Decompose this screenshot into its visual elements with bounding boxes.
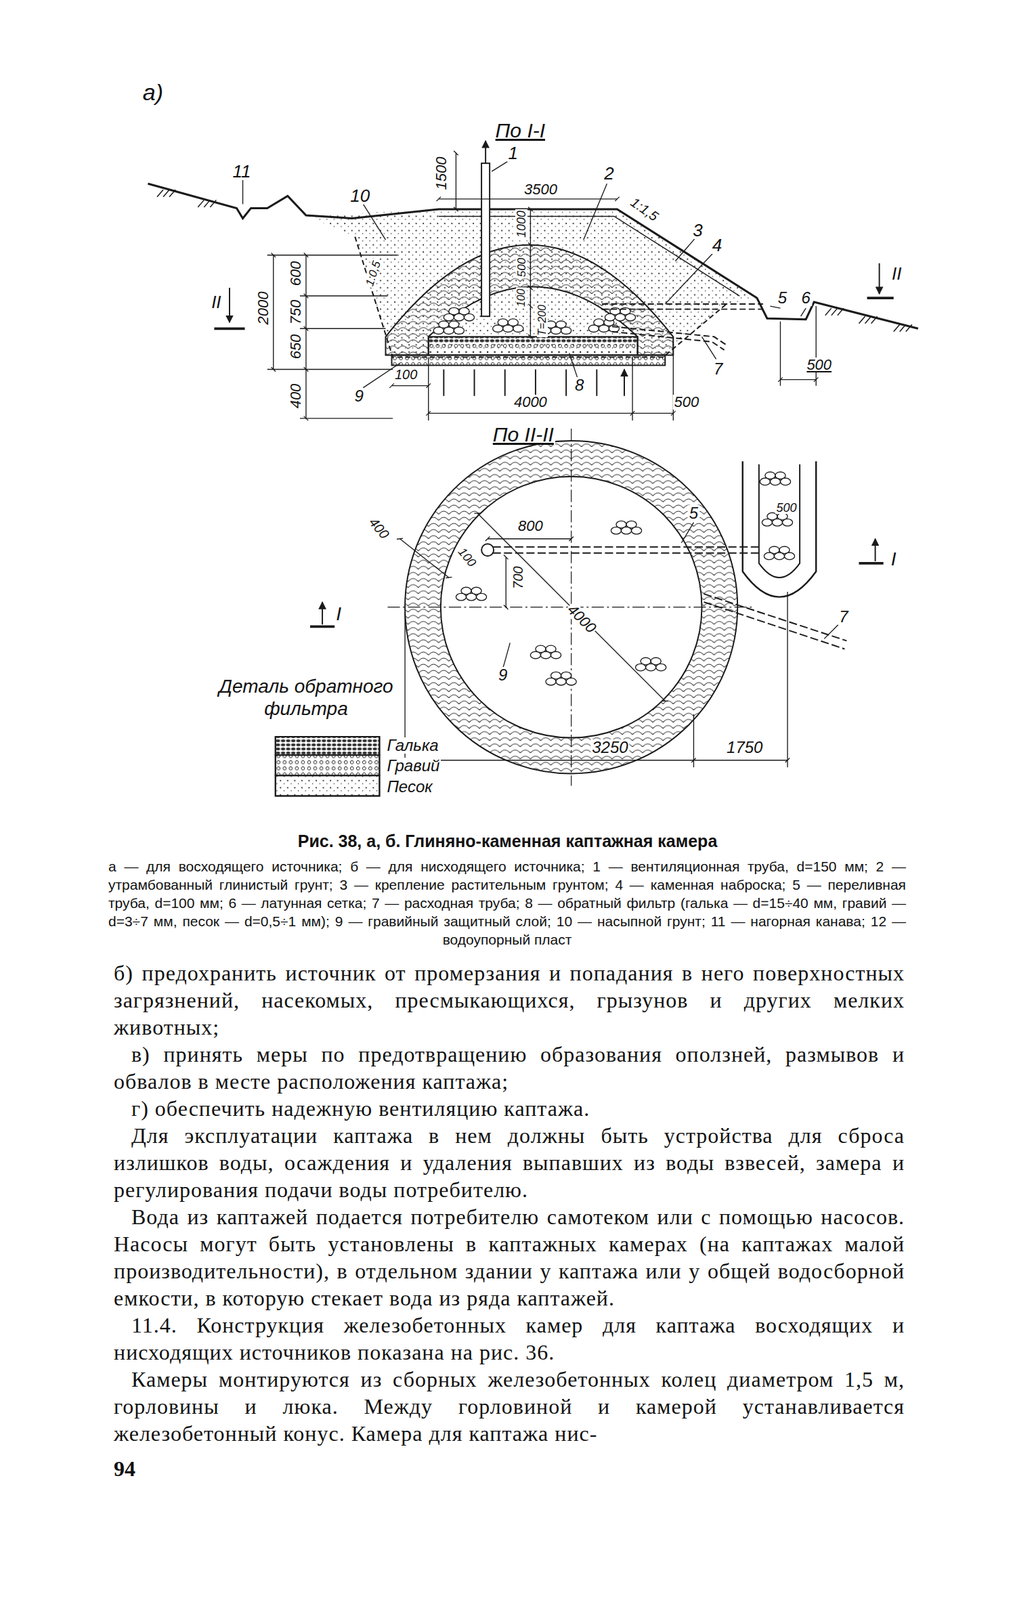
view-title: а) [141, 80, 165, 104]
paragraph: б) предохранить источник от промерзания … [113, 959, 905, 1041]
figure-caption: Рис. 38, а, б. Глиняно-каменная каптажна… [0, 831, 1015, 852]
callout-number: 11 [231, 162, 253, 181]
dimension-label: Т=200 [536, 303, 548, 338]
dimension-label: 1750 [725, 739, 764, 756]
dimension-label: 3500 [522, 182, 559, 198]
callout-number: 10 [348, 186, 372, 205]
dimension-label: 800 [516, 518, 545, 534]
dimension-label: 500 [775, 501, 799, 514]
paragraph: Вода из каптажей подается потребителю са… [113, 1203, 905, 1312]
callout-number: 3 [691, 221, 704, 240]
callout-number: 2 [602, 164, 615, 183]
paragraph: 11.4. Конструкция железобетонных камер д… [113, 1311, 905, 1366]
dimension-label: 500 [515, 256, 527, 279]
callout-number: 5 [776, 289, 789, 307]
legend-note: Песок [385, 778, 434, 795]
view-title: По I-I [494, 120, 547, 141]
page-number: 94 [113, 1456, 136, 1482]
dimension-label: 2000 [255, 289, 271, 326]
dimension-label: 500 [673, 394, 701, 410]
section-mark: II [209, 293, 223, 311]
dimension-label: 4000 [512, 394, 549, 410]
caption-legend: а — для восходящего источника; б — для н… [108, 857, 906, 949]
callout-number: 9 [497, 666, 509, 684]
dimension-label: 500 [805, 357, 833, 373]
dimension-label: 100 [515, 287, 527, 309]
legend-note: Деталь обратного фильтра [213, 675, 399, 720]
callout-number: 1 [507, 144, 520, 162]
callout-number: 6 [799, 289, 812, 307]
legend-note: Гравий [385, 757, 441, 774]
callout-number: 5 [687, 505, 700, 522]
callout-number: 7 [712, 360, 724, 378]
section-mark: I [889, 549, 898, 569]
paragraph: Камеры монтируются из сборных железобето… [113, 1365, 905, 1448]
dimension-label: 100 [455, 544, 480, 571]
view-title: По II-II [491, 424, 556, 445]
section-mark: I [334, 604, 343, 624]
dimension-label: 1500 [434, 155, 449, 192]
callout-number: 9 [353, 387, 365, 405]
paragraph: г) обеспечить надежную вентиляцию каптаж… [113, 1094, 905, 1122]
legend-note: Галька [385, 737, 440, 754]
dimension-label: 100 [393, 367, 419, 382]
callout-number: 8 [573, 377, 586, 394]
dimension-label: 650 [288, 333, 304, 361]
dimension-label: 750 [288, 298, 304, 327]
dimension-label: 400 [288, 381, 304, 410]
dimension-label: 600 [288, 259, 304, 288]
dimension-label: 700 [511, 564, 525, 590]
dimension-label: 400 [366, 514, 393, 543]
dimension-label: 3250 [590, 739, 630, 756]
callout-number: 4 [710, 236, 724, 254]
section-mark: II [890, 264, 903, 283]
callout-number: 7 [837, 608, 850, 625]
dimension-label: 1000 [515, 209, 528, 240]
body-text: б) предохранить источник от промерзания … [113, 959, 905, 1448]
dimension-label: 4000 [563, 601, 600, 638]
paragraph: в) принять меры по предотвращению образо… [113, 1040, 905, 1095]
paragraph: Для эксплуатации каптажа в нем должны бы… [113, 1121, 905, 1204]
